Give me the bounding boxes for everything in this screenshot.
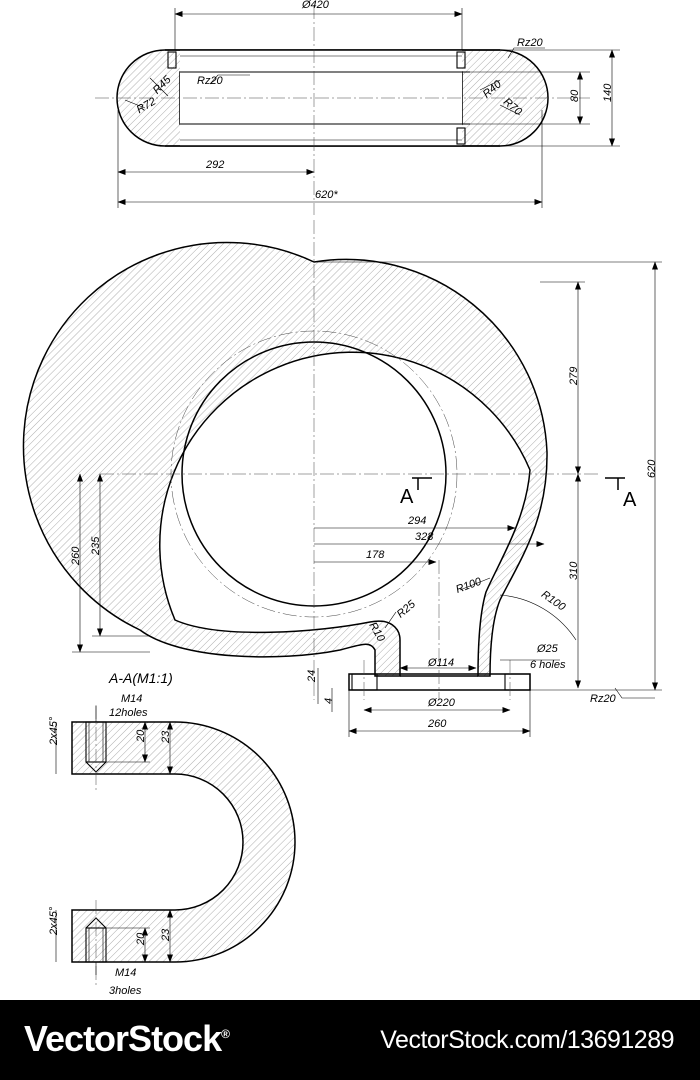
dim-294: 294	[407, 515, 426, 527]
dim-12holes: 12holes	[109, 707, 148, 719]
dim-292: 292	[205, 159, 224, 171]
dim-178: 178	[366, 549, 385, 561]
top-view: Ø420 Rz20 Rz20 R45 R72 R40 R70 80 140 29…	[95, 0, 620, 215]
dim-3holes: 3holes	[109, 985, 142, 997]
dim-chamfer-bottom: 2x45°	[48, 906, 60, 936]
technical-drawing: Ø420 Rz20 Rz20 R45 R72 R40 R70 80 140 29…	[22, 0, 662, 997]
dim-328: 328	[415, 531, 434, 543]
dim-chamfer-top: 2x45°	[48, 716, 60, 746]
dim-4: 4	[323, 698, 335, 704]
dim-r100-right: R100	[539, 589, 568, 614]
section-title: A-A(M1:1)	[108, 670, 173, 686]
dim-m14-top: M14	[121, 693, 142, 705]
scroll-wall	[22, 241, 548, 677]
dim-260-vert: 260	[70, 546, 82, 566]
dim-d114: Ø114	[427, 657, 454, 669]
brand-logo: VectorStock®	[24, 1018, 230, 1060]
dim-620: 620	[646, 459, 658, 478]
dim-260-horiz: 260	[427, 718, 447, 730]
image-url-text: VectorStock.com/13691289	[380, 1026, 674, 1054]
brand-name: VectorStock	[24, 1018, 222, 1059]
dim-d25: Ø25	[536, 643, 559, 655]
dim-23-bottom: 23	[160, 928, 172, 942]
dim-top-rz-right: Rz20	[517, 37, 544, 49]
dim-20-top: 20	[135, 729, 147, 743]
dim-310: 310	[568, 561, 580, 580]
dim-d220: Ø220	[427, 697, 456, 709]
dim-20-bottom: 20	[135, 932, 147, 946]
dim-m14-bottom: M14	[115, 967, 136, 979]
section-view: A-A(M1:1) M14 12holes 20 23 2x45° 2x45° …	[48, 670, 296, 997]
watermark-footer: VectorStock® VectorStock.com/13691289	[0, 1000, 700, 1080]
section-u-profile	[71, 721, 296, 963]
dim-6-holes: 6 holes	[530, 659, 566, 671]
dim-r25: R25	[395, 598, 419, 621]
dim-top-rz-left: Rz20	[197, 75, 224, 87]
dim-620-star: 620*	[315, 189, 338, 201]
section-mark-right: A	[623, 489, 637, 511]
dim-top-diameter: Ø420	[301, 0, 330, 11]
dim-r100-left: R100	[454, 575, 484, 596]
dim-rz20-base: Rz20	[590, 693, 617, 705]
dim-80: 80	[569, 89, 581, 102]
dim-279: 279	[568, 367, 580, 386]
dim-235: 235	[90, 536, 102, 556]
dim-140: 140	[602, 83, 614, 102]
section-mark-left: A	[400, 486, 414, 508]
main-view: 279 620 294 328 178 310 260 235 R100 R10…	[22, 220, 662, 737]
dim-23-top: 23	[160, 730, 172, 744]
registered-mark: ®	[221, 1027, 230, 1041]
dim-24: 24	[306, 670, 318, 683]
